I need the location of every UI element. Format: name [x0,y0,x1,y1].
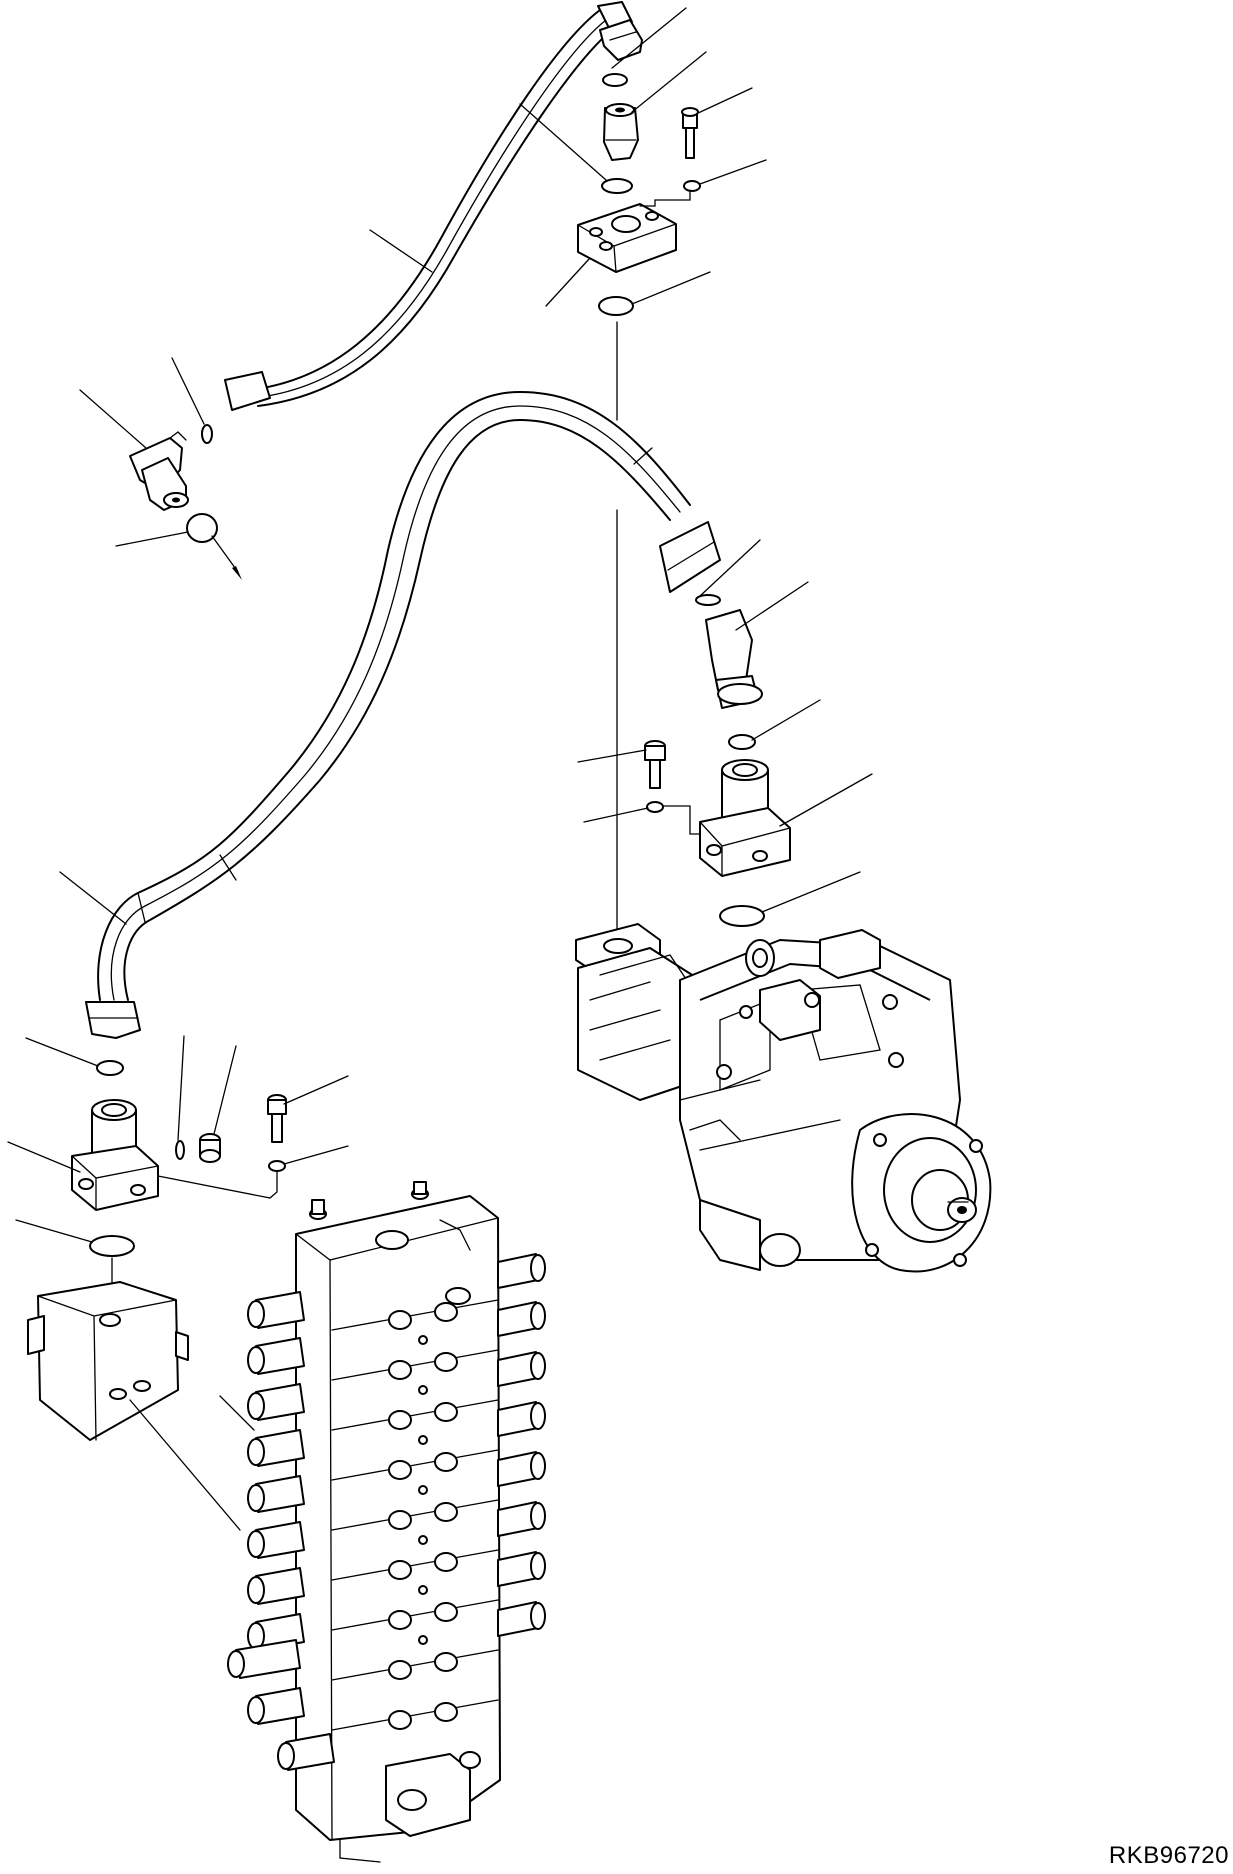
elbow-fitting-left [129,431,189,511]
flange-adapter-right [663,759,791,877]
control-valve [227,1181,546,1863]
o-ring-lower-left-small-2 [175,1140,185,1160]
drawing-reference-code: RKB96720 [1108,1842,1229,1869]
bolt-top [681,107,699,159]
bolt-right [644,740,666,789]
o-ring-lower-left-large [89,1235,135,1257]
o-ring-left-small [201,424,213,444]
o-ring-right-small [695,594,721,606]
elbow-fitting-top [599,19,643,61]
plug-lower-left [199,1133,221,1163]
hose-upper [224,1,633,411]
washer-right [646,801,664,813]
flange-adapter-lower-left [71,1099,271,1211]
o-ring-left-large [186,513,218,543]
washer-lower-left [268,1160,286,1172]
hose-lower [85,391,721,1039]
bolt-lower-left [267,1094,287,1143]
o-ring-top-mid [601,178,633,194]
leader-lines [7,7,873,1431]
adapter-top [603,103,639,161]
o-ring-right-large [719,905,765,927]
flange-top [577,203,677,273]
o-ring-top-large [598,296,634,316]
hydraulic-pump [575,923,992,1273]
elbow-45-right [705,609,763,709]
washer-top [683,180,701,192]
valve-block-small [27,1281,241,1531]
o-ring-right-mid [728,734,756,750]
o-ring-lower-left-small [96,1060,124,1076]
o-ring-top-small [602,73,628,87]
